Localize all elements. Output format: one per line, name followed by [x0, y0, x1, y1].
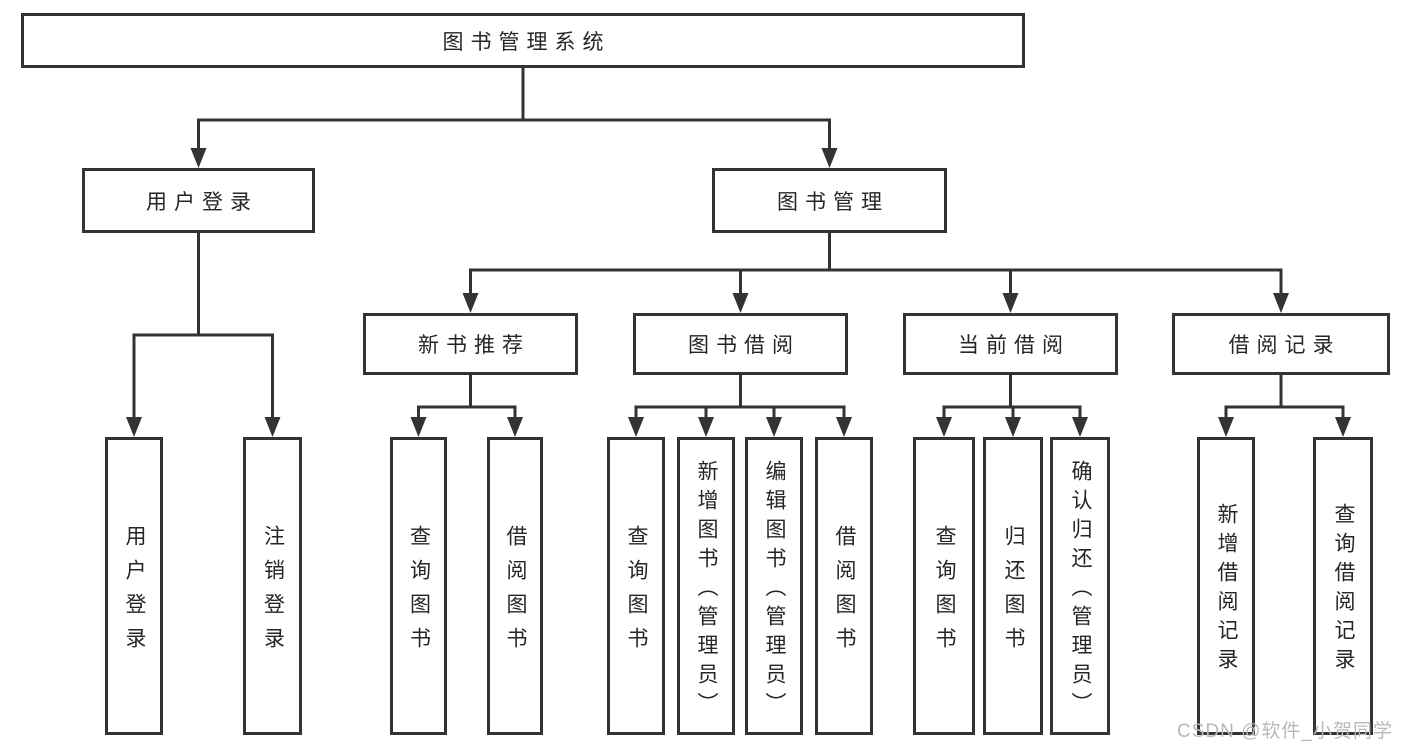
node-label-new-book-rec: 新书推荐 — [418, 334, 530, 357]
node-leaf-logout: 注销登录 — [243, 437, 302, 735]
node-label-borrow-records: 借阅记录 — [1228, 334, 1341, 357]
node-book-borrow: 图书借阅 — [633, 313, 848, 375]
node-label-leaf-edit-book: 编辑图书（管理员） — [763, 459, 786, 721]
node-leaf-query-borrow-record: 查询借阅记录 — [1313, 437, 1373, 735]
node-leaf-borrow-book-1: 借阅图书 — [487, 437, 543, 735]
node-label-current-borrow: 当前借阅 — [958, 334, 1070, 357]
node-leaf-user-login: 用户登录 — [105, 437, 163, 735]
node-leaf-query-book-1: 查询图书 — [390, 437, 447, 735]
node-label-leaf-logout: 注销登录 — [261, 524, 285, 661]
node-leaf-return-book: 归还图书 — [983, 437, 1043, 735]
node-leaf-add-borrow-record: 新增借阅记录 — [1197, 437, 1255, 735]
node-leaf-edit-book: 编辑图书（管理员） — [745, 437, 803, 735]
node-leaf-query-book-2: 查询图书 — [607, 437, 665, 735]
node-leaf-add-book: 新增图书（管理员） — [677, 437, 735, 735]
node-user-login: 用户登录 — [82, 168, 315, 233]
node-label-leaf-borrow-book-2: 借阅图书 — [833, 524, 856, 661]
node-new-book-rec: 新书推荐 — [363, 313, 578, 375]
node-label-leaf-query-borrow-record: 查询借阅记录 — [1332, 503, 1355, 677]
node-label-leaf-borrow-book-1: 借阅图书 — [504, 524, 527, 661]
node-leaf-query-book-3: 查询图书 — [913, 437, 975, 735]
node-root: 图书管理系统 — [21, 13, 1025, 68]
node-book-mgmt: 图书管理 — [712, 168, 947, 233]
node-leaf-borrow-book-2: 借阅图书 — [815, 437, 873, 735]
node-current-borrow: 当前借阅 — [903, 313, 1118, 375]
node-label-book-mgmt: 图书管理 — [777, 190, 889, 214]
node-label-user-login: 用户登录 — [146, 190, 258, 214]
watermark: CSDN @软件_小贺同学 — [1177, 721, 1393, 742]
node-leaf-confirm-return: 确认归还（管理员） — [1050, 437, 1110, 735]
node-label-leaf-query-book-2: 查询图书 — [625, 524, 648, 661]
node-label-leaf-confirm-return: 确认归还（管理员） — [1069, 459, 1092, 721]
node-label-leaf-return-book: 归还图书 — [1002, 524, 1025, 661]
node-label-leaf-query-book-1: 查询图书 — [407, 524, 431, 661]
node-label-leaf-user-login: 用户登录 — [123, 524, 146, 661]
node-borrow-records: 借阅记录 — [1172, 313, 1390, 375]
node-label-root: 图书管理系统 — [442, 30, 611, 54]
node-label-leaf-query-book-3: 查询图书 — [933, 524, 956, 661]
node-label-book-borrow: 图书借阅 — [688, 334, 800, 357]
node-label-leaf-add-book: 新增图书（管理员） — [695, 459, 718, 721]
node-label-leaf-add-borrow-record: 新增借阅记录 — [1215, 503, 1238, 677]
